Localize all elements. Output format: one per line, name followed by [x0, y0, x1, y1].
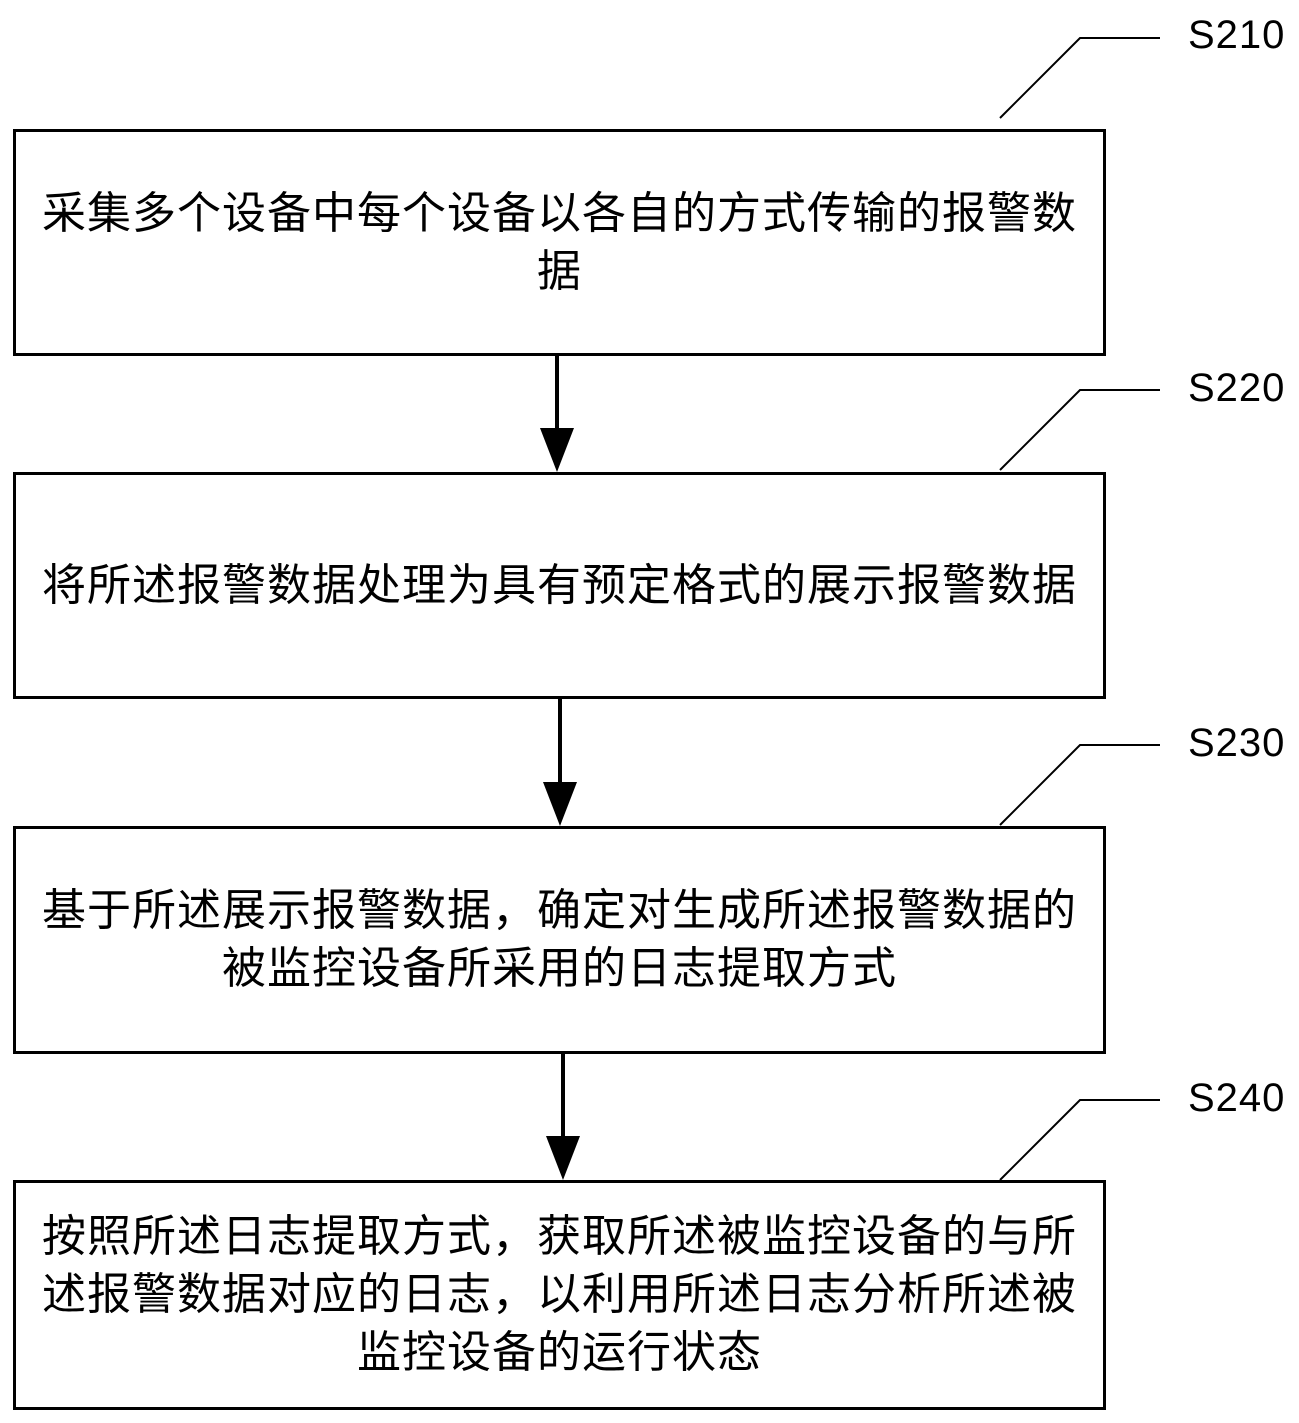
leader-line-s230	[999, 744, 1160, 826]
step-box-s240: 按照所述日志提取方式，获取所述被监控设备的与所述报警数据对应的日志，以利用所述日…	[13, 1180, 1106, 1410]
step-label-s220: S220	[1188, 366, 1286, 410]
step-box-s210: 采集多个设备中每个设备以各自的方式传输的报警数据	[13, 129, 1106, 356]
step-label-s240: S240	[1188, 1076, 1286, 1120]
leader-line-s220	[999, 389, 1160, 471]
step-box-s220: 将所述报警数据处理为具有预定格式的展示报警数据	[13, 472, 1106, 699]
arrow-s230-to-s240	[546, 1053, 580, 1180]
step-text-s240: 按照所述日志提取方式，获取所述被监控设备的与所述报警数据对应的日志，以利用所述日…	[42, 1211, 1077, 1378]
arrow-s220-to-s230	[543, 698, 577, 826]
step-text-s220: 将所述报警数据处理为具有预定格式的展示报警数据	[42, 559, 1077, 611]
step-box-s230: 基于所述展示报警数据，确定对生成所述报警数据的被监控设备所采用的日志提取方式	[13, 826, 1106, 1054]
leader-line-s210	[999, 37, 1160, 119]
step-label-s210: S210	[1188, 13, 1286, 57]
step-text-s210: 采集多个设备中每个设备以各自的方式传输的报警数据	[42, 187, 1077, 297]
step-label-s230: S230	[1188, 721, 1286, 765]
arrow-s210-to-s220	[540, 356, 574, 472]
step-text-s230: 基于所述展示报警数据，确定对生成所述报警数据的被监控设备所采用的日志提取方式	[42, 885, 1077, 994]
leader-line-s240	[999, 1099, 1160, 1181]
